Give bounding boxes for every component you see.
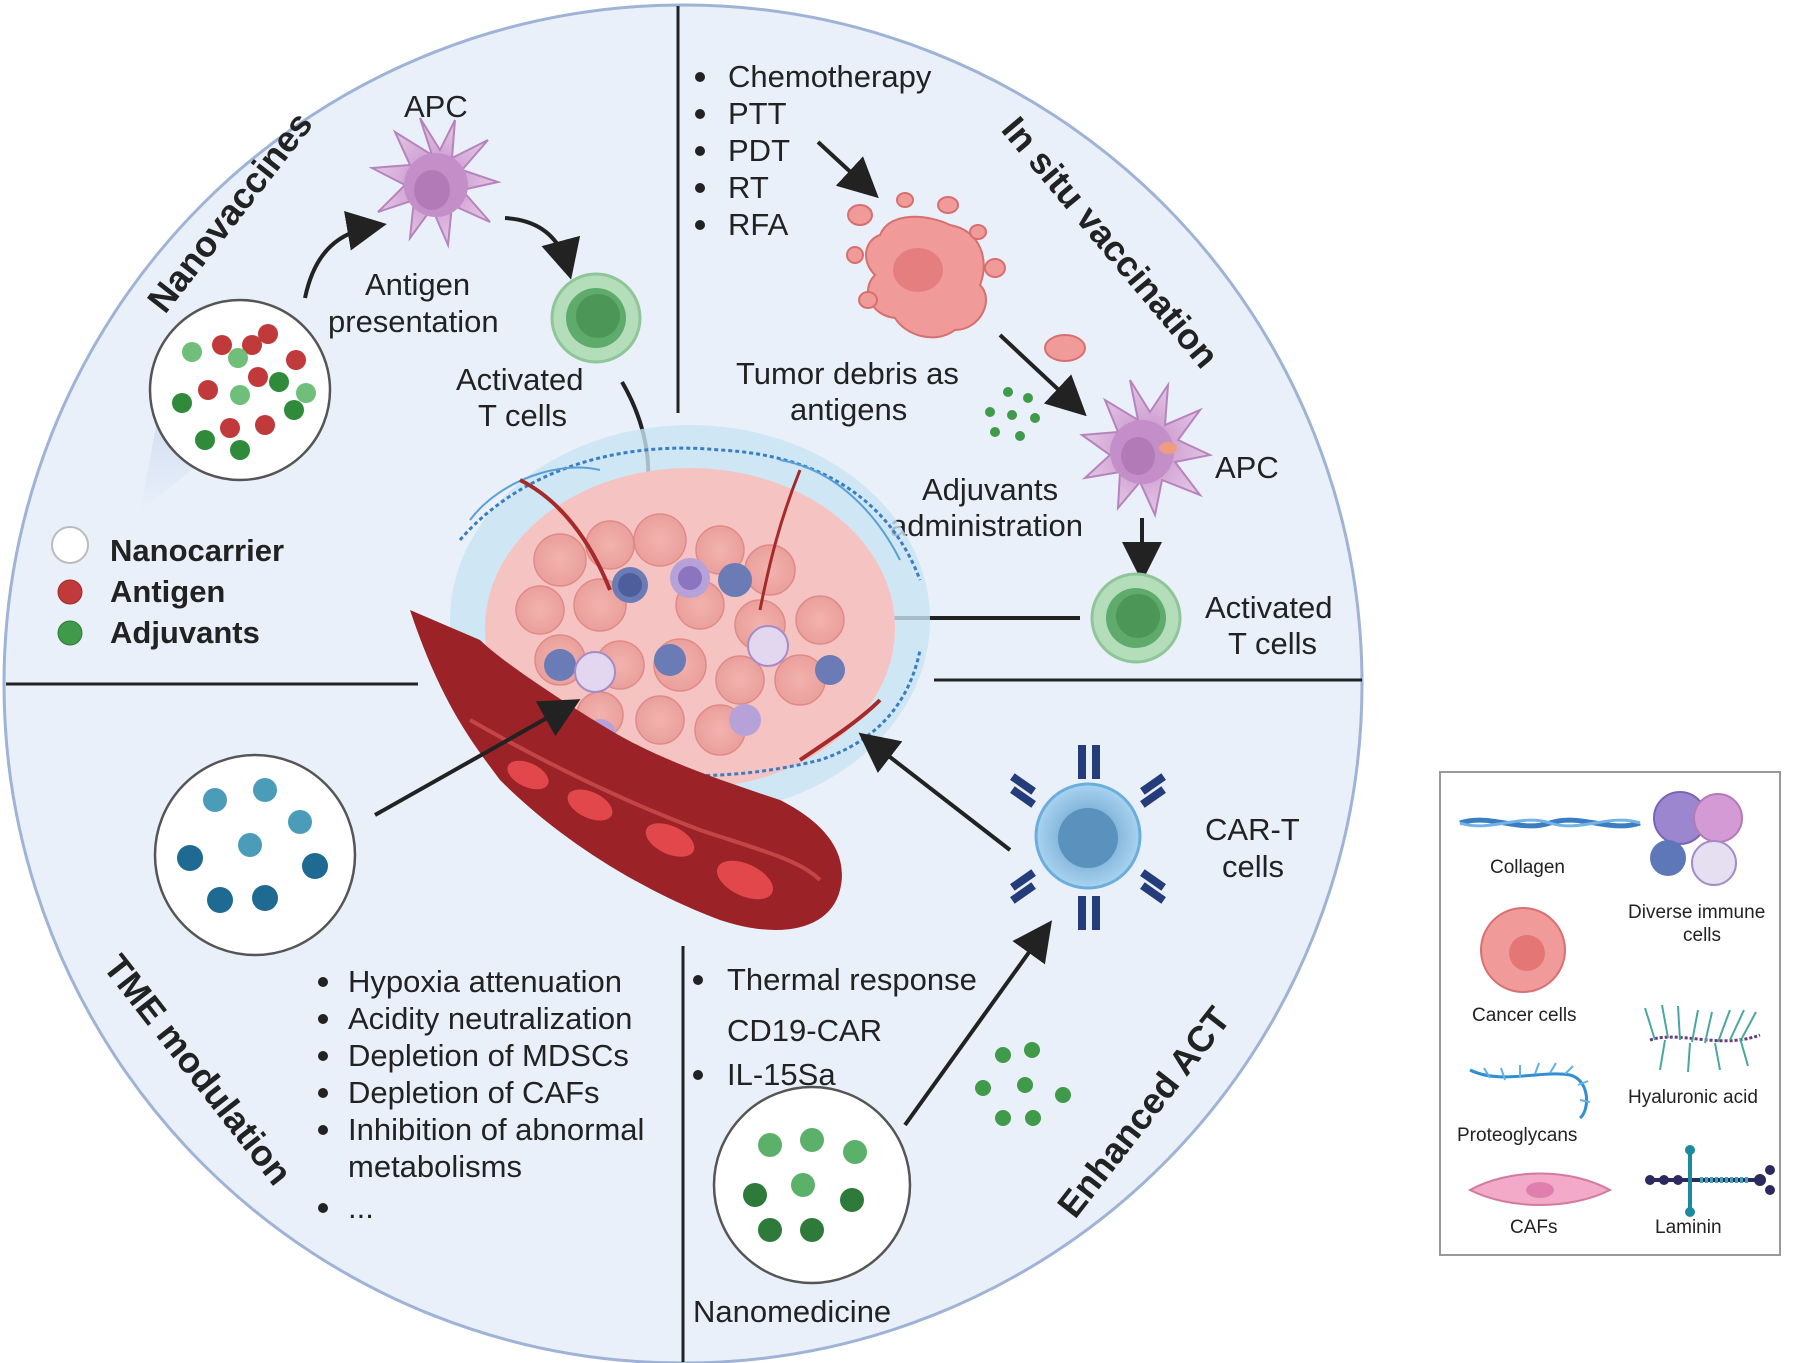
activated-t-cells-label-top-1: Activated — [456, 362, 584, 397]
apc-cell-icon-right — [1079, 379, 1214, 519]
immune-label-2: cells — [1683, 925, 1721, 946]
adjuvants-admin-label-2: administration — [890, 508, 1083, 543]
proteoglycans-icon — [1469, 1062, 1591, 1120]
immune-cells-icon — [1650, 791, 1743, 886]
collagen-icon — [1459, 817, 1641, 829]
tme-bullet-5-cont: metabolisms — [348, 1149, 522, 1184]
tme-bullet-4: Depletion of CAFs — [348, 1075, 600, 1110]
tumor-debris-label-2: antigens — [790, 392, 907, 427]
nanocarrier-particle-icon — [148, 298, 332, 482]
tme-bullet-5: Inhibition of abnormal — [348, 1112, 644, 1147]
tme-bullet-6: ... — [348, 1190, 374, 1225]
activated-t-cells-label-right-1: Activated — [1205, 590, 1333, 625]
car-t-cell-icon — [1010, 745, 1166, 930]
nanomedicine-particle-icon — [712, 1085, 912, 1285]
car-t-label-1: CAR-T — [1205, 812, 1300, 847]
adjuvants-admin-label-1: Adjuvants — [922, 472, 1058, 507]
nanomedicine-label: Nanomedicine — [693, 1294, 891, 1329]
immune-label-1: Diverse immune — [1628, 902, 1765, 923]
in-situ-bullet-list: Chemotherapy PTT PDT RT RFA — [695, 59, 932, 242]
blood-vessel-icon — [410, 610, 842, 930]
in-situ-bullet-3: PDT — [728, 133, 790, 168]
hyaluronic-acid-icon — [1644, 1004, 1761, 1073]
in-situ-bullet-4: RT — [728, 170, 769, 205]
car-t-label-2: cells — [1222, 849, 1284, 884]
nanocarrier-key-label: Nanocarrier — [110, 533, 284, 568]
apc-cell-icon — [368, 117, 502, 249]
tme-bullet-list: Hypoxia attenuation Acidity neutralizati… — [318, 964, 644, 1225]
cancer-label: Cancer cells — [1472, 1005, 1577, 1026]
cafs-icon — [1467, 1172, 1613, 1206]
proteoglycans-label: Proteoglycans — [1457, 1125, 1577, 1146]
apc-label-right: APC — [1215, 450, 1279, 485]
cafs-label: CAFs — [1510, 1217, 1558, 1238]
adjuvant-dots-icon — [985, 387, 1040, 441]
activated-t-cell-icon-right — [1090, 572, 1182, 664]
tme-bullet-1: Hypoxia attenuation — [348, 964, 622, 999]
arrow-to-apc — [303, 211, 387, 299]
tumor-debris-label-1: Tumor debris as — [736, 356, 959, 391]
arrow-car-t-to-tumor — [858, 732, 1012, 852]
tme-bullet-2: Acidity neutralization — [348, 1001, 632, 1036]
nanocarrier-key-icon — [51, 526, 89, 564]
antigen-key-label: Antigen — [110, 574, 225, 609]
in-situ-bullet-5: RFA — [728, 207, 789, 242]
arrow-tme-to-tumor — [374, 699, 581, 817]
activated-t-cells-label-right-2: T cells — [1228, 626, 1317, 661]
act-bullet-1: Thermal response — [727, 962, 977, 997]
activated-t-cells-label-top-2: T cells — [478, 398, 567, 433]
arrow-to-t-cell — [504, 216, 581, 280]
adjuvants-key-label: Adjuvants — [110, 615, 260, 650]
laminin-icon — [1645, 1145, 1775, 1217]
hyaluronic-label: Hyaluronic acid — [1628, 1087, 1758, 1108]
cancer-cell-icon — [1480, 907, 1566, 993]
tumor-debris-icon — [846, 192, 1086, 362]
apc-label-top: APC — [404, 89, 468, 124]
arrow-to-debris — [816, 140, 879, 199]
in-situ-bullet-1: Chemotherapy — [728, 59, 932, 94]
act-bullet-1-cont: CD19-CAR — [727, 1013, 882, 1048]
adjuvant-dots-act-icon — [975, 1042, 1071, 1126]
activated-t-cell-icon-top — [550, 272, 642, 364]
tme-bullet-3: Depletion of MDSCs — [348, 1038, 629, 1073]
in-situ-bullet-2: PTT — [728, 96, 787, 131]
antigen-key-icon — [57, 579, 83, 605]
arrow-nanomedicine-to-car-t — [903, 920, 1052, 1127]
tme-nanoparticle-icon — [153, 753, 357, 957]
antigen-presentation-label-2: presentation — [328, 304, 499, 339]
arrow-to-apc-right — [998, 333, 1087, 417]
laminin-label: Laminin — [1655, 1217, 1722, 1238]
tumor-microenvironment — [450, 425, 930, 815]
adjuvants-key-icon — [57, 620, 83, 646]
antigen-presentation-label-1: Antigen — [365, 267, 470, 302]
collagen-label: Collagen — [1490, 857, 1565, 878]
